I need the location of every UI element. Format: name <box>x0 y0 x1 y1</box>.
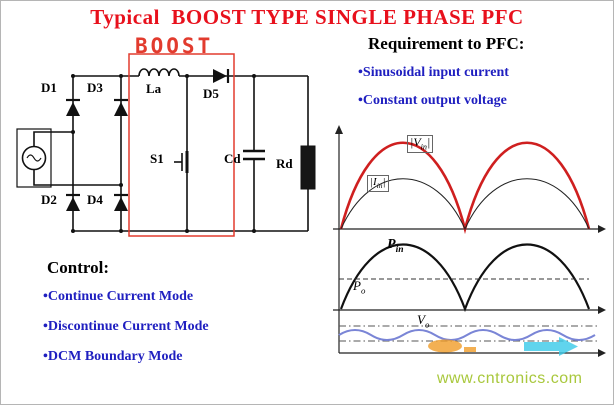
requirement-item-1: •Sinusoidal input current <box>358 65 509 80</box>
iin-label-sub: in <box>376 181 383 191</box>
iin-label-sym: I <box>373 176 377 188</box>
control-item-2: •Discontinue Current Mode <box>43 319 209 334</box>
control-item-3: •DCM Boundary Mode <box>43 349 183 364</box>
vin-label-close: | <box>427 135 431 149</box>
ac-sine-icon <box>26 154 42 162</box>
slide-title: Typical BOOST TYPE SINGLE PHASE PFC <box>90 5 524 29</box>
label-d4: D4 <box>87 192 103 207</box>
watermark-text: www.cntronics.com <box>437 370 583 387</box>
vin-label-open: | <box>410 135 414 149</box>
vo-label: Vo <box>417 312 429 330</box>
vin-label-sub: in <box>420 142 428 152</box>
po-label-sub: o <box>360 285 366 296</box>
pin-label: Pin <box>387 237 404 255</box>
vo-label-sub: o <box>424 319 430 330</box>
vo-curve <box>338 329 596 341</box>
ac-source-box <box>16 128 52 188</box>
requirement-item-2: •Constant output voltage <box>358 93 507 108</box>
boost-section-label: BOOST <box>135 34 214 58</box>
label-s1: S1 <box>150 151 164 166</box>
junction-dots <box>71 74 256 233</box>
label-d5: D5 <box>203 86 219 101</box>
iin-label-open: | <box>370 176 374 188</box>
boost-region-outline <box>128 53 235 237</box>
requirements-heading: Requirement to PFC: <box>368 34 525 53</box>
pin-label-sym: P <box>387 237 396 252</box>
d5-diode-symbol <box>213 69 230 83</box>
mosfet-symbol <box>174 151 189 173</box>
po-label: Po <box>353 278 365 296</box>
pin-label-sub: in <box>395 244 404 255</box>
circuit-wires <box>33 75 309 232</box>
iin-curve <box>340 178 590 231</box>
po-label-sym: P <box>353 278 361 293</box>
capacitor-symbol <box>243 149 265 161</box>
vo-label-sym: V <box>417 312 425 327</box>
highlight-arrow-cyan-icon <box>524 337 578 356</box>
bridge-diode-symbols <box>66 98 128 211</box>
vin-label-sym: V <box>413 135 421 149</box>
iin-label-close: | <box>382 176 386 188</box>
control-item-1: •Continue Current Mode <box>43 289 194 304</box>
inductor-coil-icon <box>138 68 180 77</box>
resistor-body <box>300 145 316 190</box>
highlight-mark-orange <box>428 339 462 353</box>
highlight-mark-orange-2 <box>464 347 476 352</box>
label-cd: Cd <box>224 151 241 166</box>
pin-curve <box>339 243 591 313</box>
label-rd: Rd <box>276 156 293 171</box>
label-d2: D2 <box>41 192 57 207</box>
ac-source-icon <box>21 145 47 171</box>
control-heading: Control: <box>47 258 110 277</box>
label-d1: D1 <box>41 80 57 95</box>
iin-label: |Iin| <box>367 175 389 192</box>
vin-label: |Vin| <box>407 135 434 153</box>
label-la: La <box>146 81 162 96</box>
label-d3: D3 <box>87 80 103 95</box>
